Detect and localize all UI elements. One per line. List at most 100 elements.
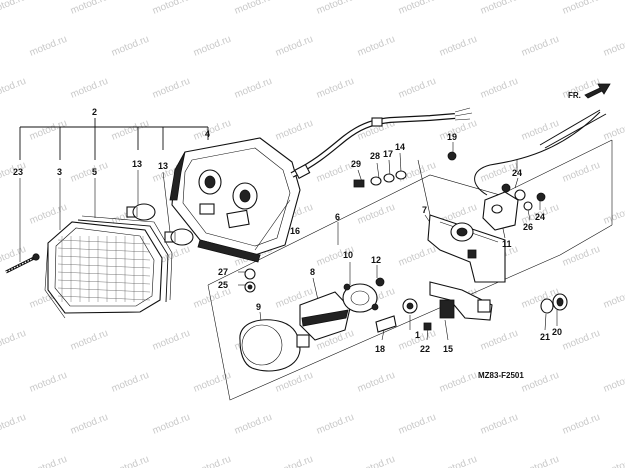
watermark-text: motod.ru <box>0 0 28 17</box>
callout-24-lower: 24 <box>535 212 545 222</box>
watermark-text: motod.ru <box>110 34 151 59</box>
watermark-text: motod.ru <box>233 412 274 437</box>
callout-27: 27 <box>218 267 228 277</box>
callout-20: 20 <box>552 327 562 337</box>
watermark-text: motod.ru <box>479 0 520 17</box>
license-bracket <box>417 159 506 283</box>
watermark-text: motod.ru <box>397 412 438 437</box>
watermark-text: motod.ru <box>151 412 192 437</box>
watermark-text: motod.ru <box>0 76 28 101</box>
watermark-text: motod.ru <box>356 370 397 395</box>
callout-18: 18 <box>375 344 385 354</box>
watermark-text: motod.ru <box>602 370 625 395</box>
watermark-text: motod.ru <box>0 244 28 269</box>
watermark-text: motod.ru <box>0 328 28 353</box>
watermark-text: motod.ru <box>561 0 602 17</box>
watermark-text: motod.ru <box>28 34 69 59</box>
callout-21: 21 <box>540 332 550 342</box>
watermark-text: motod.ru <box>110 118 151 143</box>
socket-cover <box>299 291 351 341</box>
watermark-text: motod.ru <box>602 34 625 59</box>
watermark-text: motod.ru <box>274 34 315 59</box>
callout-22: 22 <box>420 344 430 354</box>
callout-6: 6 <box>335 212 340 222</box>
callout-16: 16 <box>290 226 300 236</box>
watermark-text: motod.ru <box>561 412 602 437</box>
watermark-text: motod.ru <box>356 454 397 468</box>
tail-housing <box>169 137 301 263</box>
lens-grid-pattern <box>57 236 151 302</box>
front-direction-indicator <box>584 83 611 99</box>
watermark-text: motod.ru <box>520 454 561 468</box>
watermark-text: motod.ru <box>397 76 438 101</box>
watermark-text: motod.ru <box>233 76 274 101</box>
direction-label: FR. <box>568 91 581 100</box>
reflector-mount <box>429 281 493 321</box>
leader-bracket-2 <box>19 118 209 160</box>
callout-3: 3 <box>57 167 62 177</box>
watermark-text: motod.ru <box>69 160 110 185</box>
license-light <box>474 109 607 231</box>
watermark-text: motod.ru <box>520 34 561 59</box>
wire-harness <box>290 107 473 179</box>
watermark-text: motod.ru <box>315 412 356 437</box>
bulb-socket <box>239 319 310 372</box>
watermark-text: motod.ru <box>479 328 520 353</box>
watermark-text: motod.ru <box>192 454 233 468</box>
callout-13-right: 13 <box>158 161 168 171</box>
callout-26: 26 <box>523 222 533 232</box>
callout-19: 19 <box>447 132 457 142</box>
callout-11: 11 <box>502 239 512 249</box>
watermark-text: motod.ru <box>192 118 233 143</box>
callout-24-upper: 24 <box>512 168 522 178</box>
callout-9: 9 <box>256 302 261 312</box>
watermark-text: motod.ru <box>438 118 479 143</box>
part-callouts: 1 2 3 4 5 6 7 8 9 10 11 12 13 13 14 15 1… <box>13 107 562 354</box>
callout-5: 5 <box>92 167 97 177</box>
watermark-text: motod.ru <box>151 328 192 353</box>
diagram-code: MZ83-F2501 <box>478 371 524 380</box>
lens-screw <box>5 253 40 274</box>
callout-1: 1 <box>415 330 420 340</box>
watermark-text: motod.ru <box>479 412 520 437</box>
watermark-text: motod.ru <box>602 118 625 143</box>
watermark-text: motod.ru <box>561 160 602 185</box>
watermark-text: motod.ru <box>520 118 561 143</box>
hardware-parts <box>244 151 568 333</box>
watermark-text: motod.ru <box>397 0 438 17</box>
bulb-right <box>164 228 194 246</box>
assembly-frame-lines <box>207 139 613 401</box>
watermark-text: motod.ru <box>28 454 69 468</box>
callout-25: 25 <box>218 280 228 290</box>
watermark-text: motod.ru <box>315 160 356 185</box>
watermark-text: motod.ru <box>0 412 28 437</box>
watermark-text: motod.ru <box>602 286 625 311</box>
callout-10: 10 <box>343 250 353 260</box>
watermark-text: motod.ru <box>28 118 69 143</box>
watermark-text: motod.ru <box>151 0 192 17</box>
watermark-text: motod.ru <box>274 370 315 395</box>
callout-4: 4 <box>205 129 210 139</box>
watermark-text: motod.ru <box>69 0 110 17</box>
bulb-left <box>126 203 156 221</box>
watermark-text: motod.ru <box>561 244 602 269</box>
watermark-text: motod.ru <box>28 202 69 227</box>
watermark-text: motod.ru <box>520 370 561 395</box>
callout-15: 15 <box>443 344 453 354</box>
callout-13-left: 13 <box>132 159 142 169</box>
holder-ring <box>342 283 379 313</box>
lens-gasket <box>77 215 173 303</box>
watermark-text: motod.ru <box>274 118 315 143</box>
watermark-text: motod.ru <box>69 76 110 101</box>
watermark-text: motod.ru <box>479 76 520 101</box>
watermark-text: motod.ru <box>356 202 397 227</box>
watermark-text: motod.ru <box>28 370 69 395</box>
watermark-text: motod.ru <box>233 0 274 17</box>
callout-23: 23 <box>13 167 23 177</box>
watermark-text: motod.ru <box>274 454 315 468</box>
watermark-text: motod.ru <box>315 0 356 17</box>
watermark-text: motod.ru <box>561 328 602 353</box>
tail-lens <box>44 221 163 319</box>
